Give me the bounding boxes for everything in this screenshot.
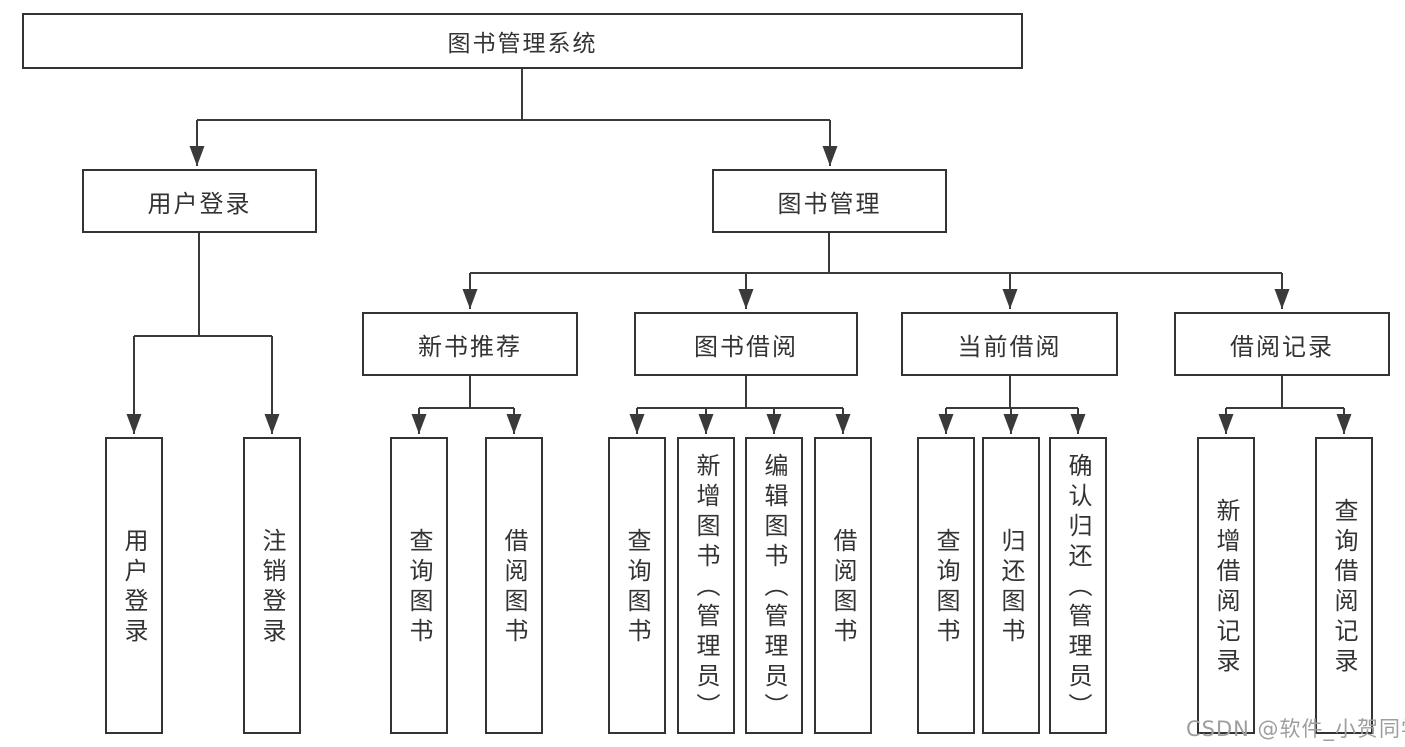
node-user-login: 用户登录 bbox=[82, 169, 317, 233]
leaf-current-query: 查询图书 bbox=[917, 437, 975, 734]
node-borrow-records: 借阅记录 bbox=[1174, 312, 1390, 376]
watermark: CSDN @软件_小贺同学 bbox=[1186, 717, 1405, 741]
leaf-borrow-add: 新增图书（管理员） bbox=[677, 437, 735, 734]
leaf-borrow-borrow: 借阅图书 bbox=[814, 437, 872, 734]
leaf-records-add: 新增借阅记录 bbox=[1197, 437, 1255, 734]
leaf-newbook-borrow: 借阅图书 bbox=[485, 437, 543, 734]
leaf-borrow-edit: 编辑图书（管理员） bbox=[745, 437, 803, 734]
leaf-current-return: 归还图书 bbox=[982, 437, 1040, 734]
leaf-newbook-query: 查询图书 bbox=[390, 437, 448, 734]
leaf-logout: 注销登录 bbox=[243, 437, 301, 734]
leaf-records-query: 查询借阅记录 bbox=[1315, 437, 1373, 734]
leaf-borrow-query: 查询图书 bbox=[608, 437, 666, 734]
leaf-current-confirm: 确认归还（管理员） bbox=[1049, 437, 1107, 734]
node-current-borrow: 当前借阅 bbox=[901, 312, 1118, 376]
node-root: 图书管理系统 bbox=[22, 13, 1023, 69]
node-book-borrow: 图书借阅 bbox=[634, 312, 858, 376]
node-book-mgmt: 图书管理 bbox=[712, 169, 947, 233]
leaf-user-login: 用户登录 bbox=[105, 437, 163, 734]
node-new-book: 新书推荐 bbox=[362, 312, 578, 376]
